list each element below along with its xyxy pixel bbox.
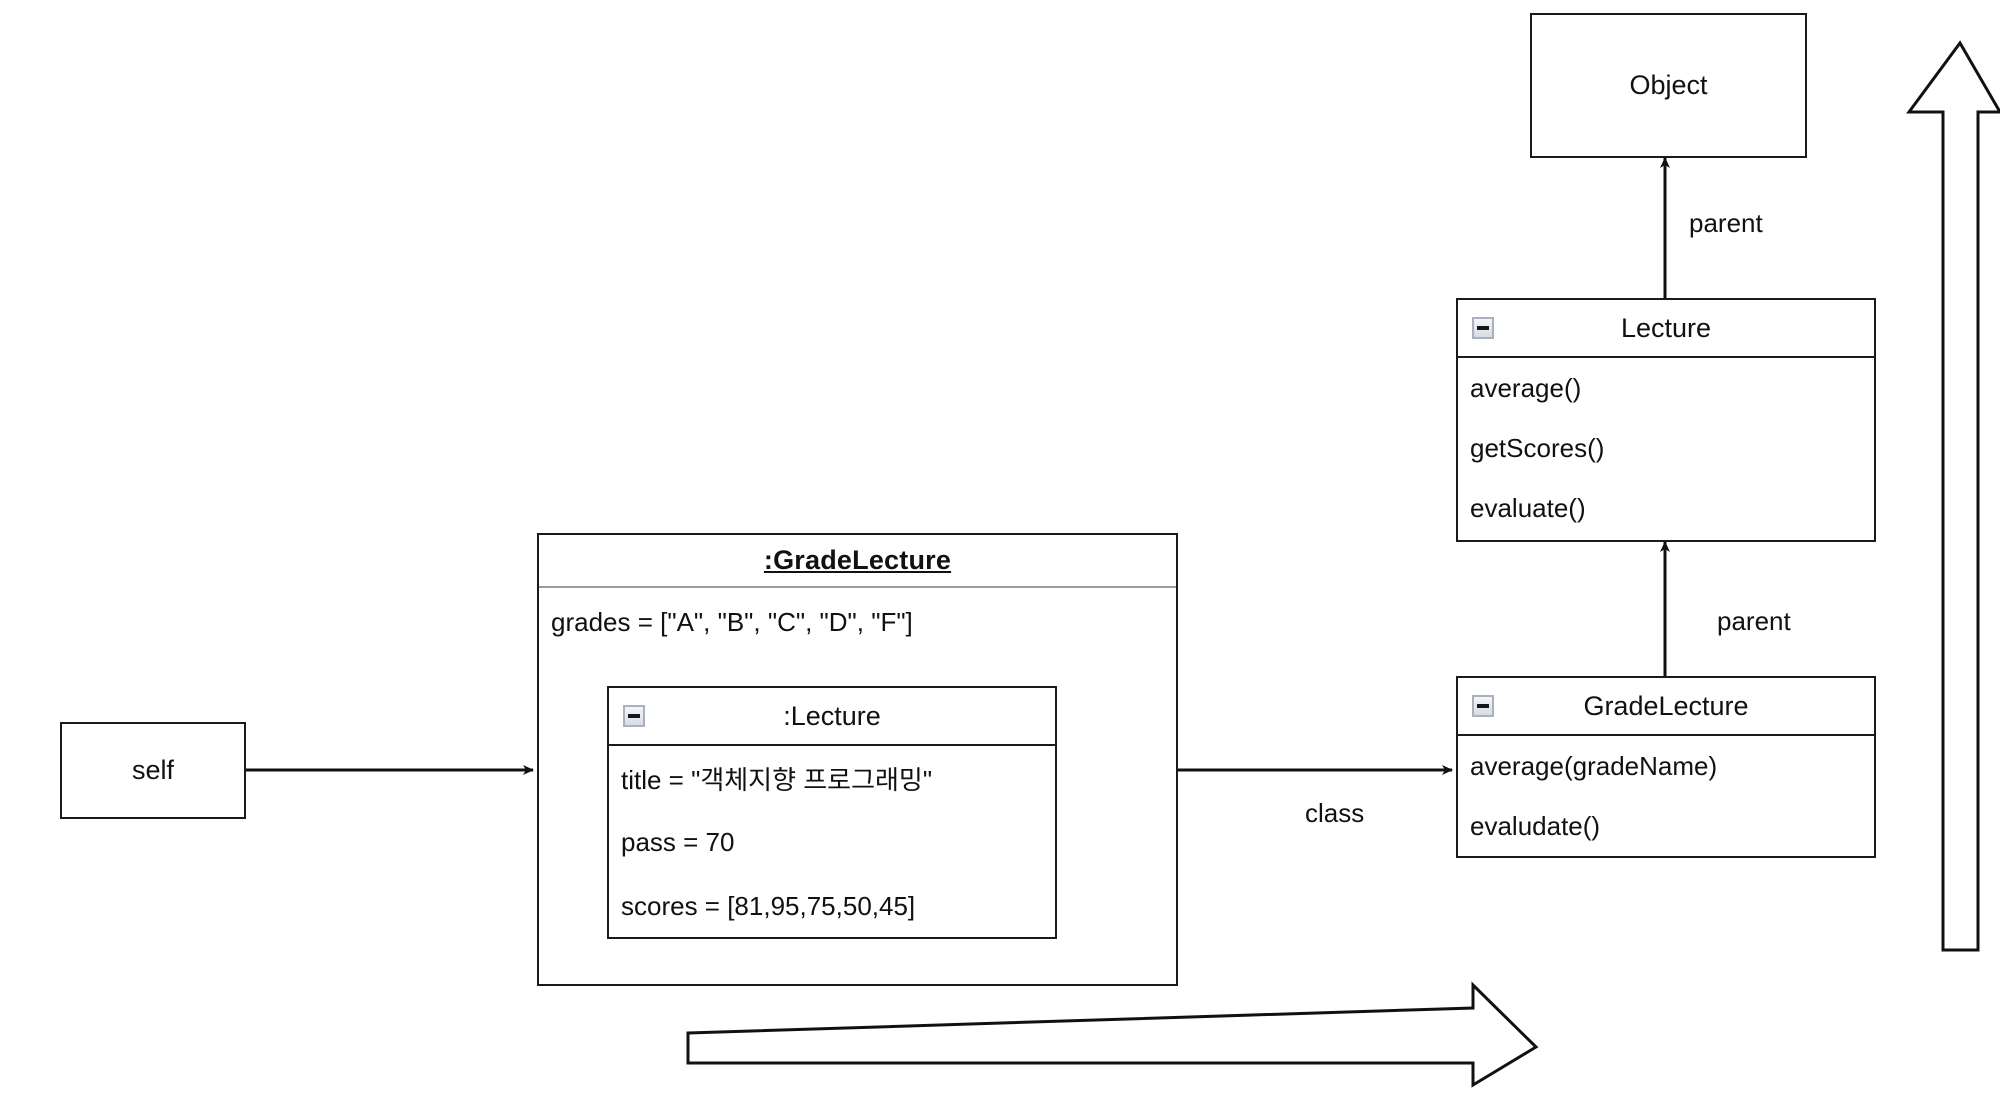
horizontal-block-arrow xyxy=(686,981,1539,1088)
collapse-minus-icon[interactable] xyxy=(1472,695,1494,717)
gradelecture-class-header: GradeLecture xyxy=(1458,678,1874,736)
edge-label-parent-lower: parent xyxy=(1717,606,1791,636)
edge-label-parent-upper: parent xyxy=(1689,208,1763,238)
lecture-class-title: Lecture xyxy=(1620,312,1712,343)
lecture-class-header: Lecture xyxy=(1458,300,1874,358)
gradelecture-object-header: :GradeLecture xyxy=(539,535,1176,588)
minus-bar xyxy=(1477,704,1489,708)
gradelecture-method-evaludate: evaludate() xyxy=(1470,810,1601,841)
gradelecture-class-methods: average(gradeName) evaludate() xyxy=(1458,736,1874,856)
lecture-attr-scores: scores = [81,95,75,50,45] xyxy=(621,890,916,921)
lecture-attr-pass: pass = 70 xyxy=(621,826,735,857)
lecture-object-title: :Lecture xyxy=(783,700,881,731)
minus-bar xyxy=(1477,326,1489,330)
lecture-object-attributes: title = "객체지향 프로그래밍" pass = 70 scores = … xyxy=(609,746,1055,938)
object-class-box[interactable]: Object xyxy=(1530,13,1807,158)
lecture-object-header: :Lecture xyxy=(609,688,1055,746)
lecture-class-box[interactable]: Lecture average() getScores() evaluate() xyxy=(1456,298,1876,542)
lecture-method-evaluate: evaluate() xyxy=(1470,492,1586,523)
lecture-attr-title: title = "객체지향 프로그래밍" xyxy=(621,764,933,795)
gradelecture-method-average: average(gradeName) xyxy=(1470,750,1718,781)
self-box-label: self xyxy=(131,755,175,785)
lecture-method-average: average() xyxy=(1470,372,1582,403)
collapse-minus-icon[interactable] xyxy=(623,705,645,727)
lecture-object-box[interactable]: :Lecture title = "객체지향 프로그래밍" pass = 70 … xyxy=(607,686,1057,939)
lecture-method-getscores: getScores() xyxy=(1470,432,1605,463)
gradelecture-class-title: GradeLecture xyxy=(1583,690,1749,721)
lecture-class-methods: average() getScores() evaluate() xyxy=(1458,358,1874,538)
collapse-minus-icon[interactable] xyxy=(1472,317,1494,339)
vertical-block-arrow xyxy=(1906,40,2000,952)
gradelecture-object-title: :GradeLecture xyxy=(763,545,952,575)
gradelecture-object-attributes: grades = ["A", "B", "C", "D", "F"] xyxy=(539,588,1176,656)
self-box[interactable]: self xyxy=(60,722,246,819)
gradelecture-attr-grades: grades = ["A", "B", "C", "D", "F"] xyxy=(551,606,913,637)
edge-label-class: class xyxy=(1305,798,1365,828)
gradelecture-object-box[interactable]: :GradeLecture grades = ["A", "B", "C", "… xyxy=(537,533,1178,986)
object-class-label: Object xyxy=(1629,70,1708,100)
minus-bar xyxy=(628,714,640,718)
gradelecture-class-box[interactable]: GradeLecture average(gradeName) evaludat… xyxy=(1456,676,1876,858)
